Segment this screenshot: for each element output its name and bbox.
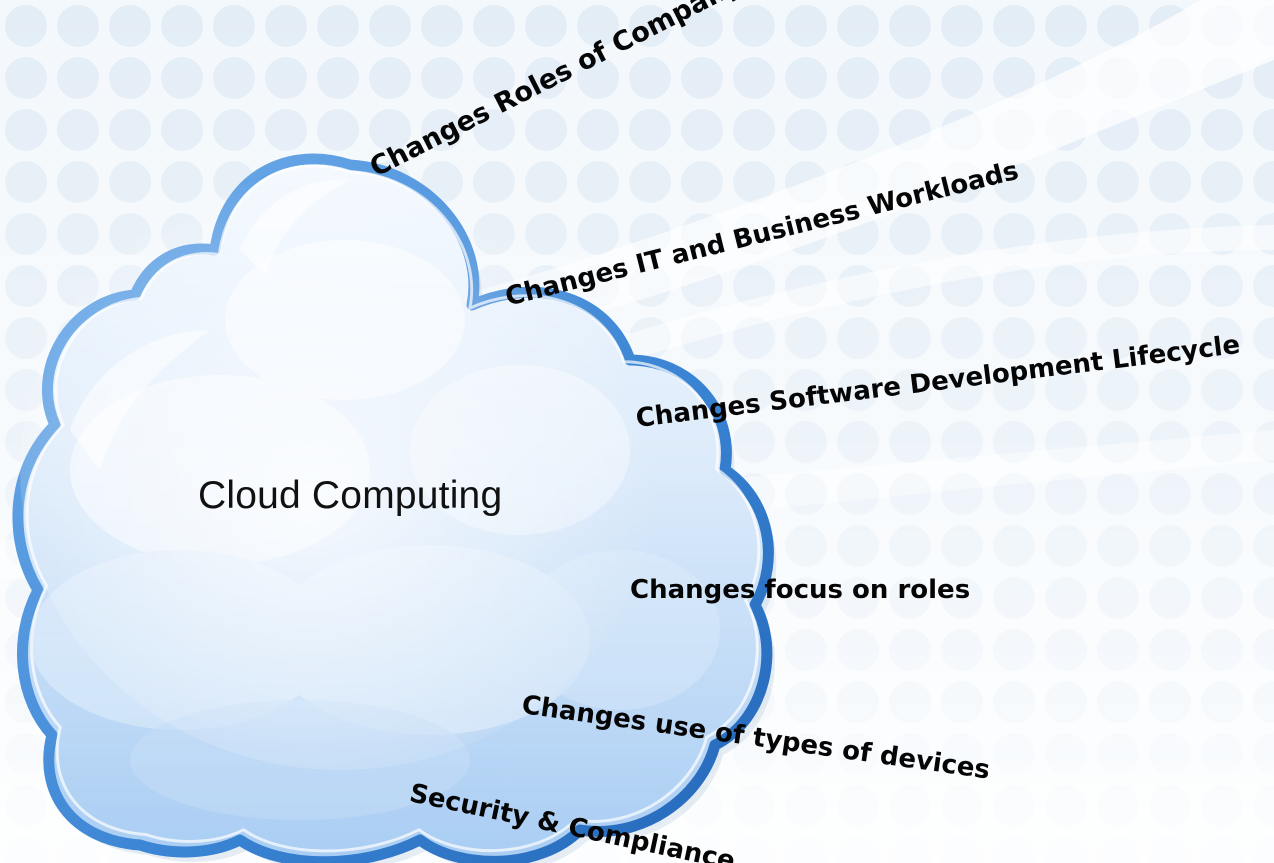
cloud-computing-title: Cloud Computing xyxy=(198,474,503,517)
impact-label-focus-on-roles: Changes focus on roles xyxy=(630,575,971,605)
